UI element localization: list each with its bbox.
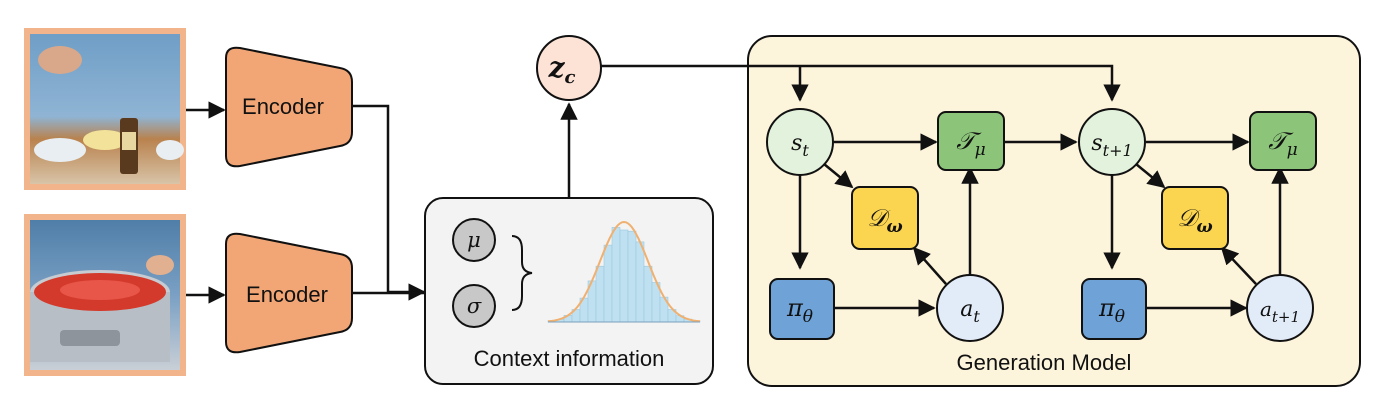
encoder-top-label: Encoder [242, 94, 324, 119]
svg-text:st: st [791, 131, 809, 160]
histogram-bar [595, 265, 605, 323]
histogram-bar [619, 229, 629, 323]
generation-box: Generation Model [747, 35, 1361, 387]
histogram-bar [643, 265, 653, 323]
node-policy-1: πθ [769, 278, 835, 340]
encoder-bottom-label: Encoder [246, 282, 328, 307]
histogram-bar [611, 227, 621, 323]
histogram-bar [627, 230, 637, 323]
mu-node [452, 218, 496, 262]
node-a-t1: at+1 [1246, 274, 1314, 342]
svg-text:st+1: st+1 [1091, 131, 1132, 160]
svg-text:at+1: at+1 [1260, 297, 1300, 326]
brace-icon [511, 235, 533, 311]
sigma-node [452, 284, 496, 328]
encoder-top: Encoder [225, 46, 353, 168]
node-discriminator-1: 𝒟ω [851, 186, 919, 250]
node-transition-2: 𝒯μ [1249, 111, 1317, 171]
svg-text:𝒟ω: 𝒟ω [1177, 204, 1212, 237]
node-policy-2: πθ [1081, 278, 1147, 340]
context-title: Context information [474, 346, 665, 371]
histogram-bar [635, 241, 645, 323]
latent-sub: c [564, 67, 575, 88]
node-s-t: st [766, 108, 834, 176]
histogram-bar [603, 244, 613, 323]
photo-top [24, 28, 186, 190]
mu-label: μ [467, 228, 481, 252]
gaussian-curve [547, 220, 701, 323]
node-a-t: at [936, 274, 1004, 342]
histogram [547, 227, 701, 323]
latent-node: zc [536, 35, 602, 101]
sigma-label: σ [467, 294, 482, 318]
encoder-bottom: Encoder [225, 232, 353, 354]
context-box: μ σ Context information [424, 197, 714, 385]
arrow-latent-to-s-t1 [601, 64, 1121, 102]
svg-text:πθ: πθ [1098, 294, 1125, 327]
arrow-encoder-top-to-context [352, 104, 426, 301]
node-transition-1: 𝒯μ [937, 111, 1005, 171]
node-s-t1: st+1 [1078, 108, 1146, 176]
generation-title: Generation Model [957, 350, 1132, 375]
photo-bottom [24, 214, 186, 376]
svg-text:at: at [960, 297, 980, 326]
svg-text:zc: zc [548, 51, 576, 88]
svg-text:πθ: πθ [786, 294, 813, 327]
node-discriminator-2: 𝒟ω [1161, 186, 1229, 250]
generation-edges [791, 133, 1289, 317]
latent-base: z [548, 51, 566, 84]
